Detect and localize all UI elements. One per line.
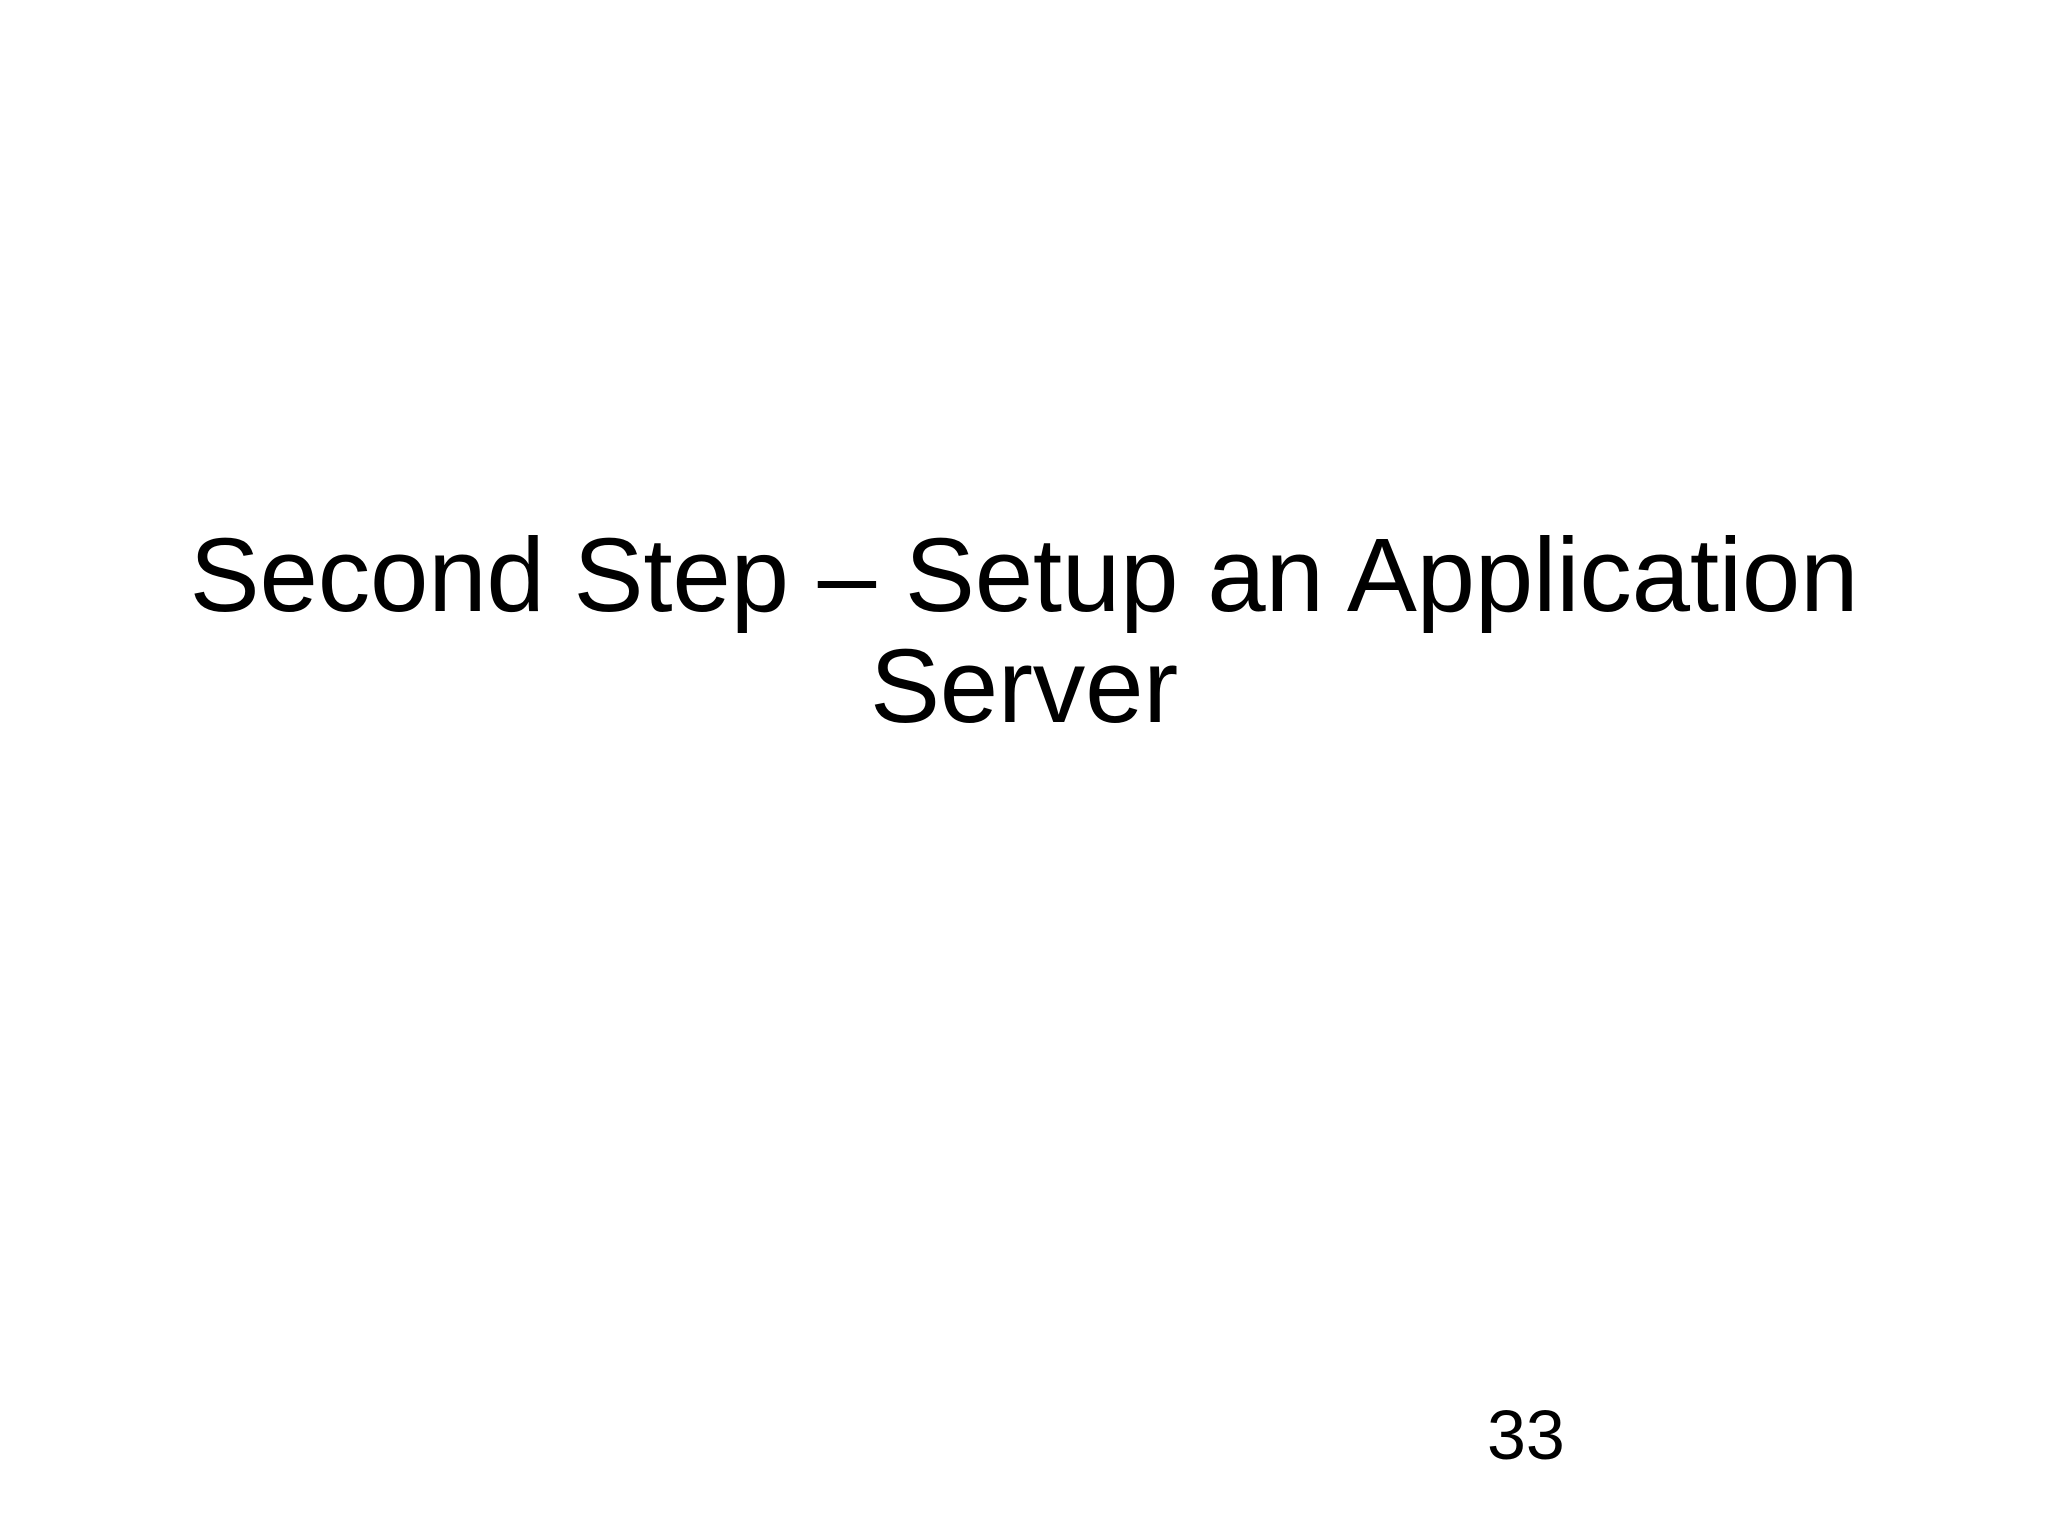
- page-number: 33: [1487, 1396, 1565, 1474]
- slide-title: Second Step – Setup an Application Serve…: [150, 520, 1898, 742]
- title-line-2: Server: [869, 628, 1179, 745]
- title-line-1: Second Step – Setup an Application: [189, 517, 1859, 634]
